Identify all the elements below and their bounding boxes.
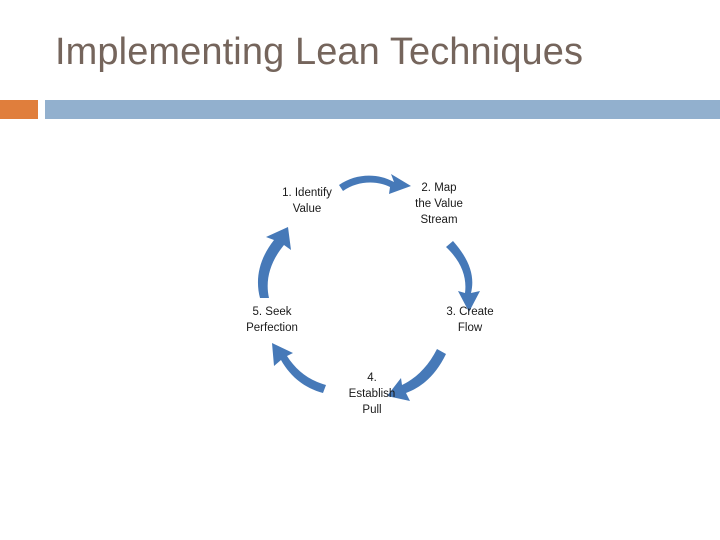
accent-block (0, 100, 38, 119)
cycle-arrows-graphic (257, 174, 480, 401)
arrow-perfection-to-identify (257, 227, 291, 298)
page-title: Implementing Lean Techniques (55, 31, 584, 73)
lean-cycle-diagram: 1. Identify Value 2. Map the Value Strea… (210, 155, 520, 435)
cycle-step-identify-value: 1. Identify Value (282, 187, 332, 215)
cycle-step-create-flow: 3. Create Flow (446, 306, 494, 334)
cycle-step-seek-perfection: 5. Seek Perfection (246, 306, 298, 334)
cycle-step-establish-pull: 4. Establish Pull (348, 372, 396, 416)
arrow-map-to-flow (446, 241, 480, 312)
arrow-identify-to-map (339, 174, 411, 194)
title-divider (0, 100, 720, 119)
arrow-flow-to-pull (387, 349, 446, 401)
arrow-pull-to-perfection (272, 343, 326, 393)
divider-bar (45, 100, 720, 119)
cycle-step-map-the-value-stream: 2. Map the Value Stream (415, 182, 463, 226)
